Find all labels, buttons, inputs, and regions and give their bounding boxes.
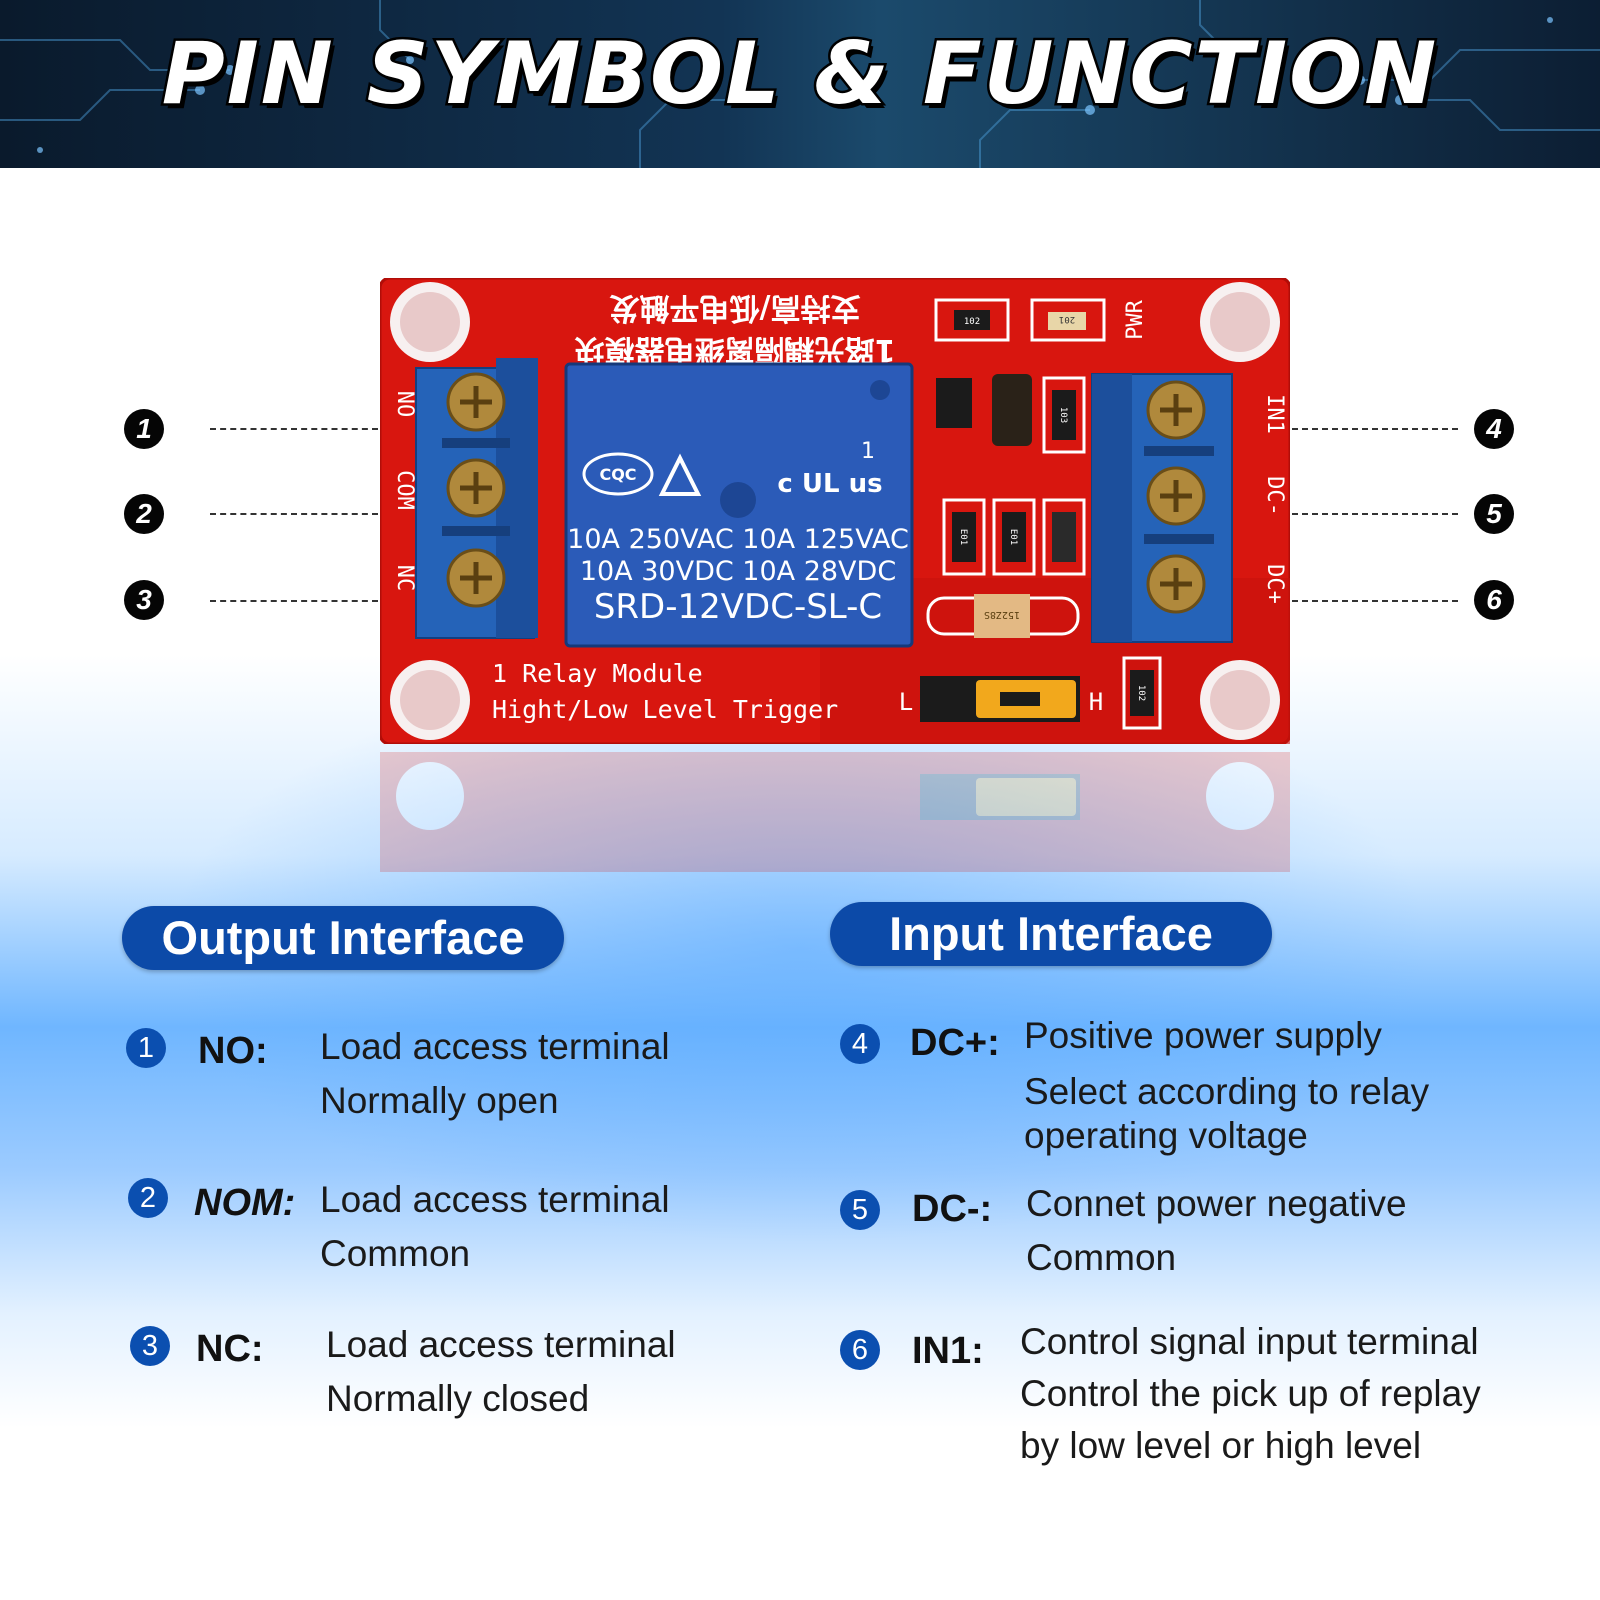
output-item-1-term: NO: — [198, 1030, 268, 1072]
output-item-1-line-2: Normally open — [320, 1080, 559, 1121]
output-item-3-line-2: Normally closed — [326, 1378, 590, 1419]
output-interface-heading: Output Interface — [122, 906, 564, 970]
output-item-2-line-2: Common — [320, 1233, 471, 1274]
relay-model: SRD-12VDC-SL-C — [594, 587, 882, 627]
silk-chinese-line-2: 支持高/低电平触发 — [610, 290, 861, 325]
pin-callout-1: 1 — [124, 409, 164, 449]
led-label: 201 — [1059, 314, 1075, 324]
resistor-label-e01-a: E01 — [958, 529, 968, 545]
board-reflection — [380, 752, 1290, 872]
relay-marking-1: 1 — [861, 439, 875, 464]
output-item-2-line-1: Load access terminal — [320, 1179, 670, 1220]
label-pwr: PWR — [1123, 299, 1148, 339]
pin-leader-3 — [210, 600, 378, 602]
label-dc-plus: DC+ — [1262, 564, 1287, 604]
output-item-2-desc: Load access terminal Common — [320, 1173, 670, 1281]
jumper-label-l: L — [899, 688, 913, 716]
header-banner: PIN SYMBOL & FUNCTION — [0, 0, 1600, 168]
input-item-5-line-2: Common — [1026, 1237, 1177, 1278]
circuit-pattern — [0, 0, 1600, 168]
trigger-jumper: L H — [899, 676, 1103, 722]
resistor-label-103: 103 — [1058, 407, 1068, 423]
label-nc: NC — [392, 565, 417, 592]
relay-component: CQC c UL us 1 10A 250VAC 10A 125VAC 10A … — [564, 362, 914, 648]
capacitor-label: 152Z8S — [984, 609, 1020, 620]
output-item-2-term: NOM: — [194, 1182, 296, 1224]
input-item-6-desc: Control signal input terminal Control th… — [1020, 1320, 1481, 1468]
input-item-4-desc: Positive power supply Select according t… — [1024, 1014, 1429, 1158]
output-item-1-line-1: Load access terminal — [320, 1026, 670, 1067]
input-item-6-number: 6 — [840, 1330, 880, 1370]
relay-ul-mark: c UL us — [777, 469, 882, 499]
pin-leader-4 — [1292, 428, 1458, 430]
mounting-holes — [390, 282, 1280, 740]
input-item-5-number: 5 — [840, 1190, 880, 1230]
resistor-label-102-bottom: 102 — [1136, 685, 1146, 701]
input-item-5-line-1: Connet power negative — [1026, 1183, 1407, 1224]
input-item-6-term: IN1: — [912, 1330, 984, 1372]
output-item-2-number: 2 — [128, 1178, 168, 1218]
input-terminal-block — [1091, 373, 1233, 643]
module-line-1: 1 Relay Module — [492, 659, 703, 688]
input-item-6-line-2: Control the pick up of replay — [1020, 1373, 1481, 1414]
input-item-4-line-2: Select according to relay — [1024, 1071, 1430, 1112]
jumper-label-h: H — [1089, 688, 1103, 716]
pin-leader-1 — [210, 428, 378, 430]
output-item-1-desc: Load access terminal Normally open — [320, 1020, 670, 1128]
label-com: COM — [392, 470, 417, 510]
input-item-4-number: 4 — [840, 1024, 880, 1064]
silk-chinese-line-1: 1路光耦隔离继电器模块 — [575, 332, 896, 367]
pin-leader-5 — [1292, 513, 1458, 515]
pin-callout-5: 5 — [1474, 494, 1514, 534]
relay-rating-line-2: 10A 30VDC 10A 28VDC — [580, 556, 896, 587]
output-item-3-line-1: Load access terminal — [326, 1324, 676, 1365]
label-no: NO — [392, 391, 417, 418]
input-item-6-line-1: Control signal input terminal — [1020, 1321, 1479, 1362]
page-title: PIN SYMBOL & FUNCTION — [159, 22, 1439, 127]
pin-callout-3: 3 — [124, 580, 164, 620]
output-item-3-number: 3 — [130, 1326, 170, 1366]
input-item-5-term: DC-: — [912, 1188, 993, 1230]
pin-callout-6: 6 — [1474, 580, 1514, 620]
input-item-4-line-1: Positive power supply — [1024, 1015, 1382, 1056]
output-item-3-term: NC: — [196, 1328, 264, 1370]
resistor-label-102-top: 102 — [964, 317, 980, 327]
label-in1: IN1 — [1262, 394, 1287, 434]
input-interface-heading: Input Interface — [830, 902, 1272, 966]
input-item-4-line-3: operating voltage — [1024, 1115, 1308, 1156]
relay-cqc-mark: CQC — [599, 465, 636, 484]
pin-leader-2 — [210, 513, 378, 515]
pin-leader-6 — [1292, 600, 1458, 602]
pin-callout-4: 4 — [1474, 409, 1514, 449]
input-item-6-line-3: by low level or high level — [1020, 1425, 1422, 1466]
label-dc-minus: DC- — [1262, 476, 1287, 516]
input-item-4-term: DC+: — [910, 1022, 1000, 1064]
input-item-5-desc: Connet power negative Common — [1026, 1177, 1407, 1285]
module-line-2: Hight/Low Level Trigger — [492, 695, 838, 724]
output-item-3-desc: Load access terminal Normally closed — [326, 1318, 676, 1426]
smd-components: 103 E01 E01 152Z8S — [926, 374, 1086, 638]
output-item-1-number: 1 — [126, 1028, 166, 1068]
resistor-label-e01-b: E01 — [1008, 529, 1018, 545]
relay-module-board: 1路光耦隔离继电器模块 支持高/低电平触发 102 201 PWR NO COM… — [380, 278, 1290, 744]
pin-callout-2: 2 — [124, 494, 164, 534]
relay-rating-line-1: 10A 250VAC 10A 125VAC — [567, 524, 909, 555]
output-terminal-block — [415, 358, 538, 639]
